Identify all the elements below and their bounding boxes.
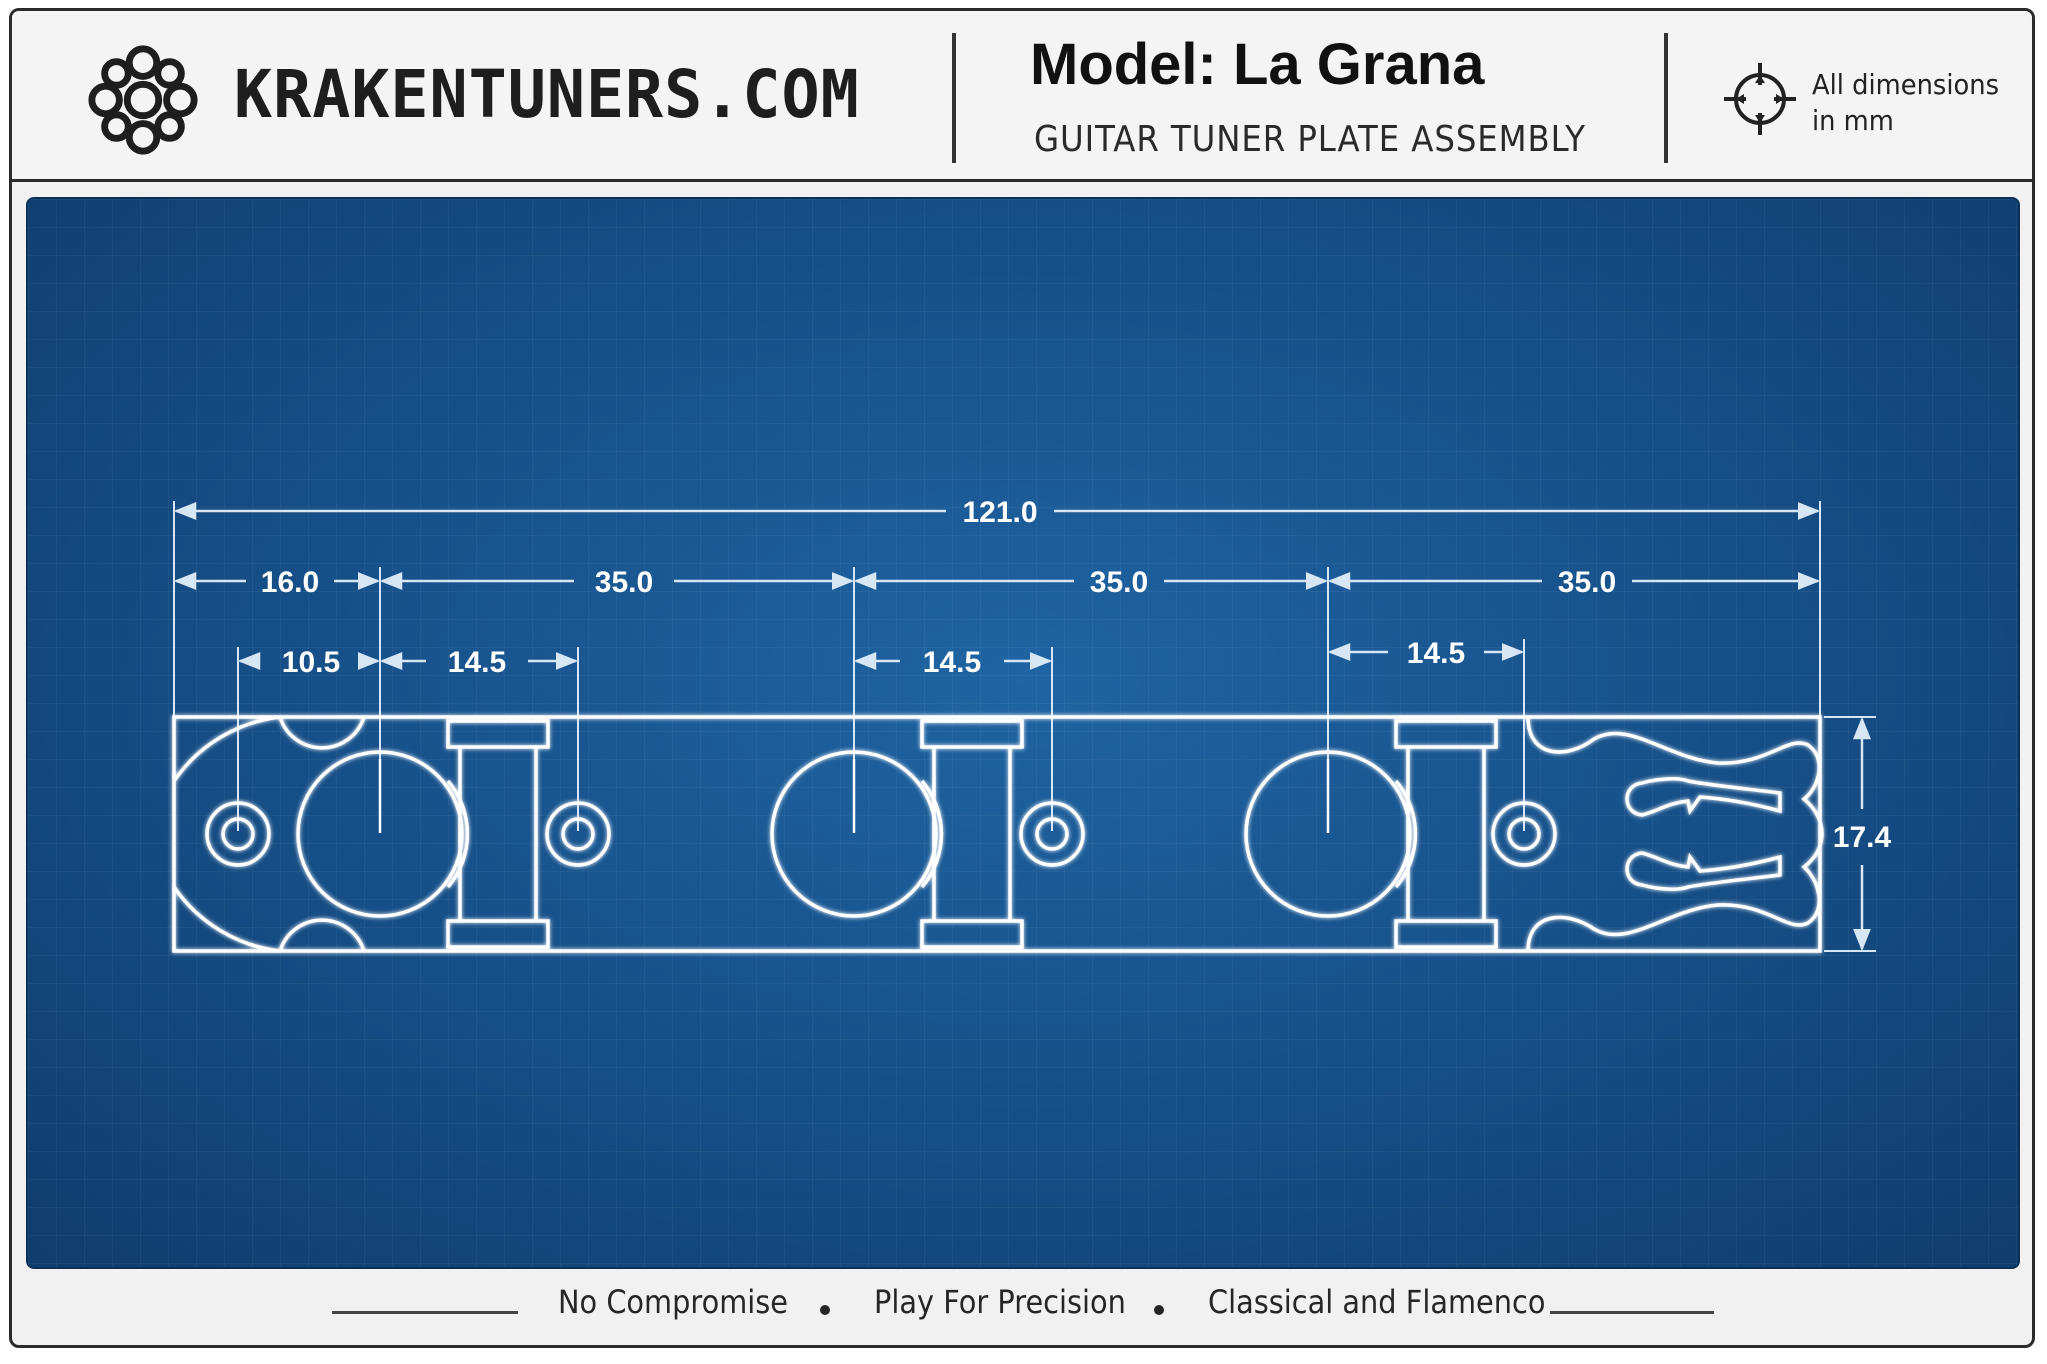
screw-hole [1491,801,1557,867]
gear-bracket [446,719,550,749]
dim-post-spacing: 35.0 [595,566,653,599]
drawing-subtitle: GUITAR TUNER PLATE ASSEMBLY [1034,119,1586,160]
dim-screw-offset: 14.5 [1407,637,1465,670]
bullet [1154,1305,1164,1315]
dim-screw-offset: 14.5 [923,646,981,679]
knot-logo-icon [88,45,198,155]
tuner-plate-drawing: 121.0 16.0 35.0 35.0 35.0 10.5 14.5 14.5… [172,496,1892,953]
tagline: No Compromise [558,1283,788,1321]
screw-hole [1019,801,1085,867]
gear-bracket [1394,719,1498,749]
brand-name: KRAKENTUNERS.COM [234,56,860,133]
roller-hole [770,750,938,918]
plate-notch [278,918,366,952]
gear-bracket [920,719,1024,749]
plate-body [172,715,1822,953]
footer: No Compromise Play For Precision Classic… [12,1273,2032,1343]
dim-overall-length: 121.0 [962,496,1037,529]
dim-screw-offset: 14.5 [448,646,506,679]
units-note: All dimensions in mm [1812,67,1999,139]
dimension-arrows [173,502,1871,952]
center-lines [378,759,1330,833]
plate-left-arc [172,715,281,782]
screw-hole [205,801,271,867]
extension-lines [173,501,1876,952]
decorative-end-cutout [1526,716,1824,952]
model-title: Model: La Grana [1030,32,1485,97]
footer-rule [1550,1311,1714,1314]
header-divider [952,33,956,163]
units-line-1: All dimensions [1812,68,1999,101]
plate-notch [278,716,366,750]
plate-outline [172,715,1824,953]
blueprint-drawing: 121.0 16.0 35.0 35.0 35.0 10.5 14.5 14.5… [26,197,2020,1269]
dim-post-spacing: 35.0 [1090,566,1148,599]
bullet [820,1305,830,1315]
spec-sheet-frame: KRAKENTUNERS.COM Model: La Grana GUITAR … [9,8,2035,1348]
tagline: Play For Precision [874,1283,1126,1321]
dim-plate-height: 17.4 [1833,821,1892,854]
header: KRAKENTUNERS.COM Model: La Grana GUITAR … [12,11,2032,182]
roller-hole [1244,750,1412,918]
screw-hole [545,801,611,867]
dim-post-spacing: 35.0 [1558,566,1616,599]
tagline: Classical and Flamenco [1208,1283,1546,1321]
dim-screw-offset: 10.5 [282,646,340,679]
roller-hole [296,750,464,918]
units-line-2: in mm [1812,104,1894,137]
dim-first-spacing: 16.0 [261,566,319,599]
header-divider [1664,33,1668,163]
crosshair-target-icon [1724,63,1796,135]
footer-rule [332,1311,518,1314]
